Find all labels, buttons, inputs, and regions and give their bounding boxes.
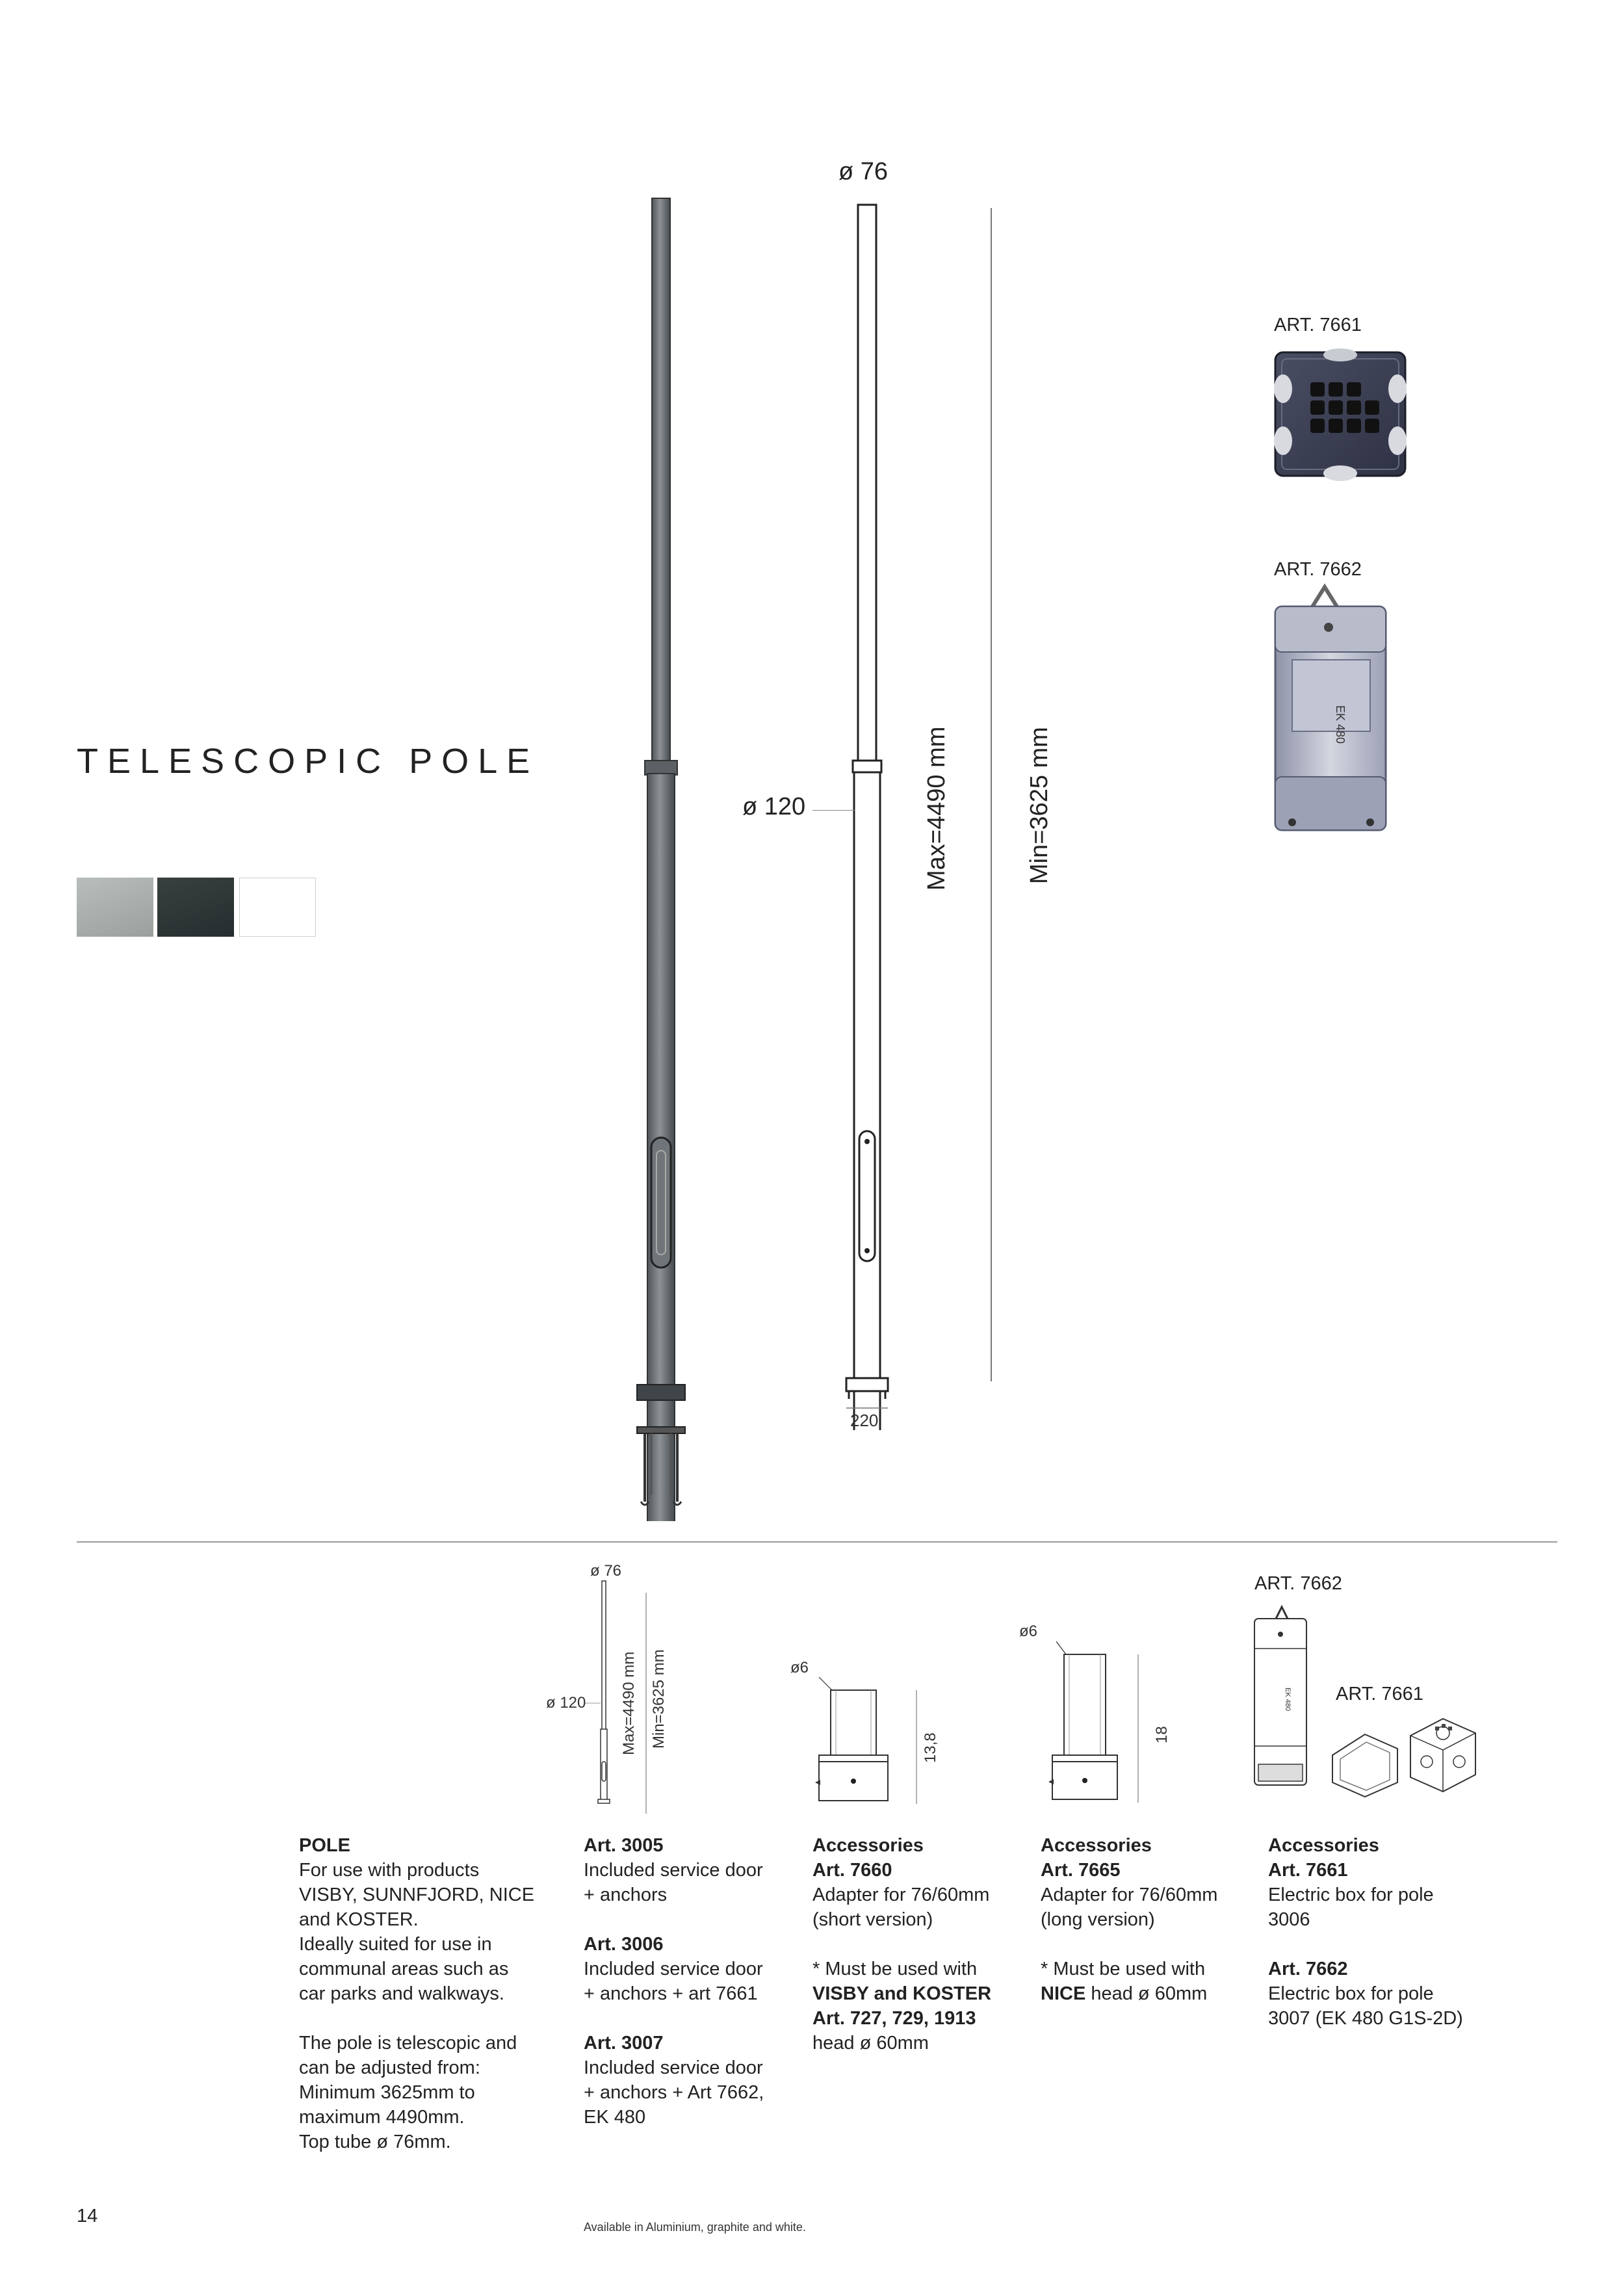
articles-column: Art. 3005 Included service door + anchor… [584,1833,805,2130]
small-electric-box-7662-drawing: EK 480 [1254,1604,1307,1786]
page-number: 14 [77,2206,98,2226]
pole-heading: POLE [299,1835,350,1856]
pole-text-line: The pole is telescopic and [299,2033,517,2054]
adapter-7660-height: 13,8 [922,1732,939,1763]
article-text-line: Included service door [584,1959,763,1979]
small-art-7662-caption: ART. 7662 [1254,1573,1342,1594]
height-dimension-line [991,208,992,1381]
accessories-heading: Accessories [1041,1835,1152,1856]
accessory-note-bold: Art. 727, 729, 1913 [812,2008,976,2029]
pole-text-line: communal areas such as [299,1959,509,1979]
art-7662-caption: ART. 7662 [1274,559,1362,580]
pole-text-line: maximum 4490mm. [299,2107,465,2128]
pole-text-line: car parks and walkways. [299,1983,504,2004]
accessories-heading: Accessories [812,1835,924,1856]
color-swatch-white [239,878,316,937]
color-swatch-graphite [157,878,234,937]
svg-text:EK 480: EK 480 [1284,1688,1292,1711]
accessory-text-line: (short version) [812,1909,933,1930]
accessory-note-rest: head ø 60mm [1085,1983,1208,2004]
color-swatch-aluminium [77,878,153,937]
accessory-7665-column: Accessories Art. 7665 Adapter for 76/60m… [1041,1833,1262,2006]
article-text-line: EK 480 [584,2107,646,2128]
adapter-7665-diameter: ø6 [1019,1623,1038,1640]
accessory-text-line: Adapter for 76/60mm [1041,1885,1218,1905]
dimension-leader [812,810,855,811]
article-7661-title: Art. 7661 [1268,1860,1348,1881]
accessory-text-line: Electric box for pole [1268,1983,1434,2004]
accessory-note-bold: VISBY and KOSTER [812,1983,992,2004]
accessory-note-bold: NICE [1041,1983,1086,2004]
article-3006-title: Art. 3006 [584,1934,664,1955]
svg-text:EK 480: EK 480 [1334,705,1347,744]
accessory-7661-column: Accessories Art. 7661 Electric box for p… [1268,1833,1502,2031]
accessory-text-line: Adapter for 76/60mm [812,1885,990,1905]
article-3005-title: Art. 3005 [584,1835,664,1856]
accessory-text-line: (long version) [1041,1909,1155,1930]
art-7661-caption: ART. 7661 [1274,315,1362,335]
accessory-7660-column: Accessories Art. 7660 Adapter for 76/60m… [812,1833,1033,2055]
pole-text-line: Minimum 3625mm to [299,2082,475,2103]
article-text-line: Included service door [584,2057,763,2078]
adapter-7665-drawing [1048,1641,1139,1803]
section-divider [77,1541,1557,1543]
article-3007-title: Art. 3007 [584,2033,664,2054]
small-pole-bottom-diameter: ø 120 [546,1694,586,1712]
pole-render [636,198,686,1521]
accessory-note-line: NICE head ø 60mm [1041,1981,1262,2006]
availability-footnote: Available in Aluminium, graphite and whi… [584,2221,806,2234]
pole-text-line: can be adjusted from: [299,2057,480,2078]
min-height-label: Min=3625 mm [1026,727,1053,884]
small-pole-top-diameter: ø 76 [590,1562,622,1580]
adapter-7660-drawing [815,1676,917,1804]
accessories-heading: Accessories [1268,1835,1379,1856]
small-art-7661-caption: ART. 7661 [1336,1684,1423,1704]
adapter-7665-height: 18 [1153,1726,1171,1743]
accessory-note-line: * Must be used with [1041,1959,1206,1979]
pole-text-line: Ideally suited for use in [299,1934,492,1955]
article-text-line: Included service door [584,1860,763,1881]
article-7665-title: Art. 7665 [1041,1860,1121,1881]
article-7660-title: Art. 7660 [812,1860,892,1881]
accessory-text-line: 3007 (EK 480 G1S-2D) [1268,2008,1463,2029]
pole-text-line: VISBY, SUNNFJORD, NICE [299,1885,535,1905]
junction-box-7661-image [1274,348,1407,481]
small-junction-box-7661-drawing [1332,1717,1476,1798]
pole-line-drawing [845,203,889,1430]
bottom-diameter-label: ø 120 [742,793,806,820]
electric-box-7662-image: EK 480 [1274,583,1387,831]
article-text-line: + anchors [584,1885,668,1905]
accessory-note-line: head ø 60mm [812,2033,929,2054]
adapter-7660-diameter: ø6 [790,1659,809,1676]
small-pole-max-height: Max=4490 mm [620,1651,638,1755]
max-height-label: Max=4490 mm [923,726,950,891]
article-text-line: + anchors + art 7661 [584,1983,758,2004]
base-width-label: 220 [850,1411,879,1430]
top-diameter-label: ø 76 [838,158,889,185]
pole-description-column: POLE For use with products VISBY, SUNNFJ… [299,1833,559,2154]
page-title: TELESCOPIC POLE [77,742,539,781]
article-7662-title: Art. 7662 [1268,1959,1348,1979]
accessory-text-line: Electric box for pole [1268,1885,1434,1905]
pole-text-line: For use with products [299,1860,480,1881]
small-pole-drawing [585,1580,647,1814]
small-pole-min-height: Min=3625 mm [650,1649,668,1749]
accessory-note-line: * Must be used with [812,1959,978,1979]
pole-text-line: and KOSTER. [299,1909,419,1930]
pole-text-line: Top tube ø 76mm. [299,2132,451,2152]
accessory-text-line: 3006 [1268,1909,1310,1930]
article-text-line: + anchors + Art 7662, [584,2082,764,2103]
